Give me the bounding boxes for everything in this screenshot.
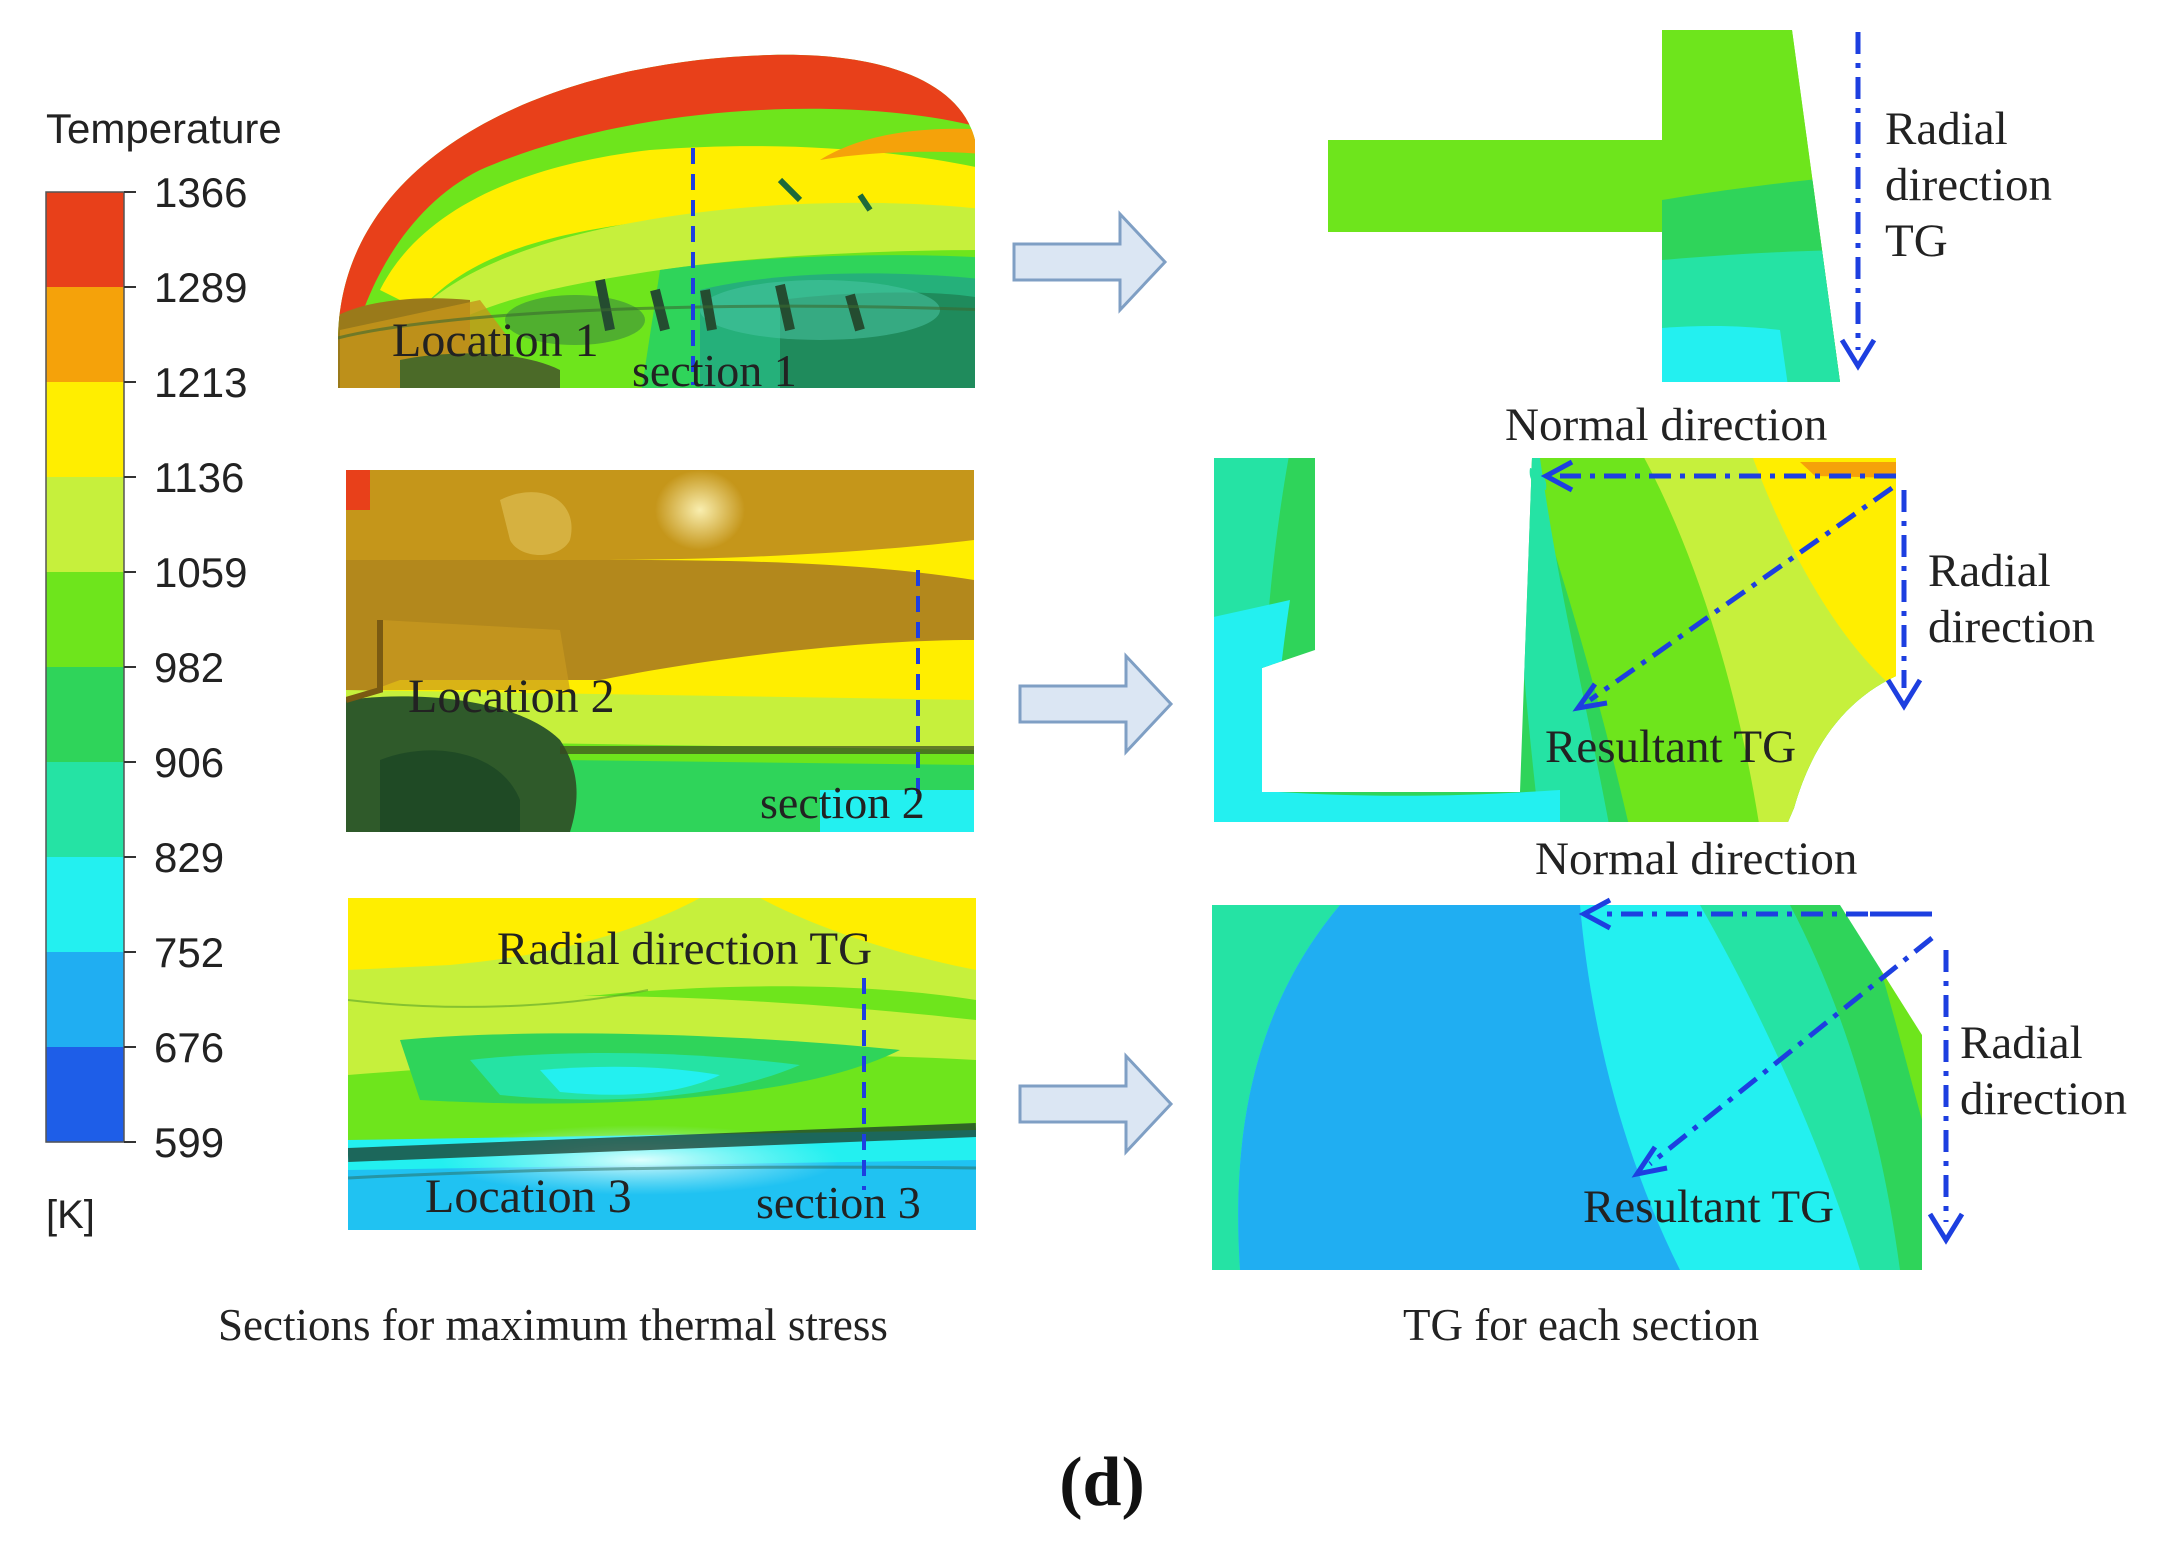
arrow-head-down-icon (1885, 678, 1923, 711)
arrow-row-1 (1012, 210, 1168, 314)
legend-band (46, 857, 124, 953)
arrow-row-3 (1018, 1052, 1174, 1156)
legend-tick-label: 1213 (154, 359, 247, 406)
right-panel-section-2: Normal direction Radial direction Result… (1214, 399, 2095, 822)
legend-ticks: 1366 1289 1213 1136 1059 982 906 829 752 676 599 (124, 169, 247, 1166)
legend-band (46, 382, 124, 478)
legend-tick-label: 599 (154, 1119, 224, 1166)
right-panel-section-3: Normal direction Radial direction Result… (1212, 833, 2127, 1270)
arrow-head-left-icon (1578, 897, 1612, 931)
resultant-tg-label-3: Resultant TG (1583, 1181, 1834, 1233)
radial-direction-label-2: Radial direction (1928, 545, 2095, 653)
legend-tick-label: 1289 (154, 264, 247, 311)
section-3-label: section 3 (756, 1177, 921, 1228)
left-panel-location-1: Location 1 section 1 (338, 54, 975, 396)
legend-title: Temperature (46, 105, 282, 152)
legend-band (46, 952, 124, 1048)
arrow-head-left-icon (1540, 459, 1574, 493)
legend-band (46, 1047, 124, 1143)
left-panel-location-2: Location 2 section 2 (346, 470, 974, 832)
arrow-right-icon (1018, 1052, 1174, 1156)
legend-band (46, 667, 124, 763)
arrow-head-down-icon (1839, 338, 1877, 371)
resultant-tg-arrow-2 (1588, 485, 1894, 703)
left-panel-location-3: Radial direction TG Location 3 section 3 (348, 898, 976, 1230)
legend-tick-label: 829 (154, 834, 224, 881)
location-1-label: Location 1 (392, 314, 599, 367)
legend-band (46, 762, 124, 858)
section-2-label: section 2 (760, 777, 925, 828)
arrow-right-icon (1018, 652, 1174, 756)
normal-direction-label-2: Normal direction (1505, 399, 1827, 451)
normal-direction-label-3: Normal direction (1535, 833, 1857, 885)
right-caption: TG for each section (1403, 1300, 1759, 1350)
right-panel-section-1: Radial direction TG (1328, 30, 2064, 382)
radial-direction-tg-label: Radial direction TG (497, 923, 872, 975)
legend-tick-label: 982 (154, 644, 224, 691)
legend-color-bar (45, 191, 125, 1143)
legend-band (46, 572, 124, 668)
legend-tick-label: 676 (154, 1024, 224, 1071)
legend-tick-label: 1366 (154, 169, 247, 216)
resultant-tg-label-2: Resultant TG (1545, 721, 1796, 773)
figure-tag: (d) (1059, 1444, 1145, 1521)
resultant-tg-arrow-3 (1648, 936, 1934, 1166)
section-1-label: section 1 (632, 345, 797, 396)
legend-band (46, 287, 124, 383)
location-2-label: Location 2 (408, 670, 615, 723)
arrow-head-down-icon (1927, 1212, 1965, 1245)
location-3-label: Location 3 (425, 1170, 632, 1223)
arrow-head-diagonal-icon (1631, 1145, 1668, 1178)
legend-tick-label: 1059 (154, 549, 247, 596)
temperature-legend: Temperature 1366 1289 1213 1136 1059 982 906 82… (45, 105, 282, 1237)
legend-band (46, 192, 124, 288)
legend-tick-label: 906 (154, 739, 224, 786)
radial-direction-label-3: Radial direction (1960, 1017, 2127, 1125)
arrow-right-icon (1012, 210, 1168, 314)
left-caption: Sections for maximum thermal stress (218, 1300, 888, 1350)
legend-unit: [K] (46, 1193, 95, 1237)
legend-band (46, 477, 124, 573)
arrow-head-diagonal-icon (1572, 682, 1608, 712)
legend-tick-label: 1136 (154, 454, 244, 501)
arrow-row-2 (1018, 652, 1174, 756)
legend-tick-label: 752 (154, 929, 224, 976)
radial-direction-label-1: Radial direction TG (1885, 103, 2064, 267)
